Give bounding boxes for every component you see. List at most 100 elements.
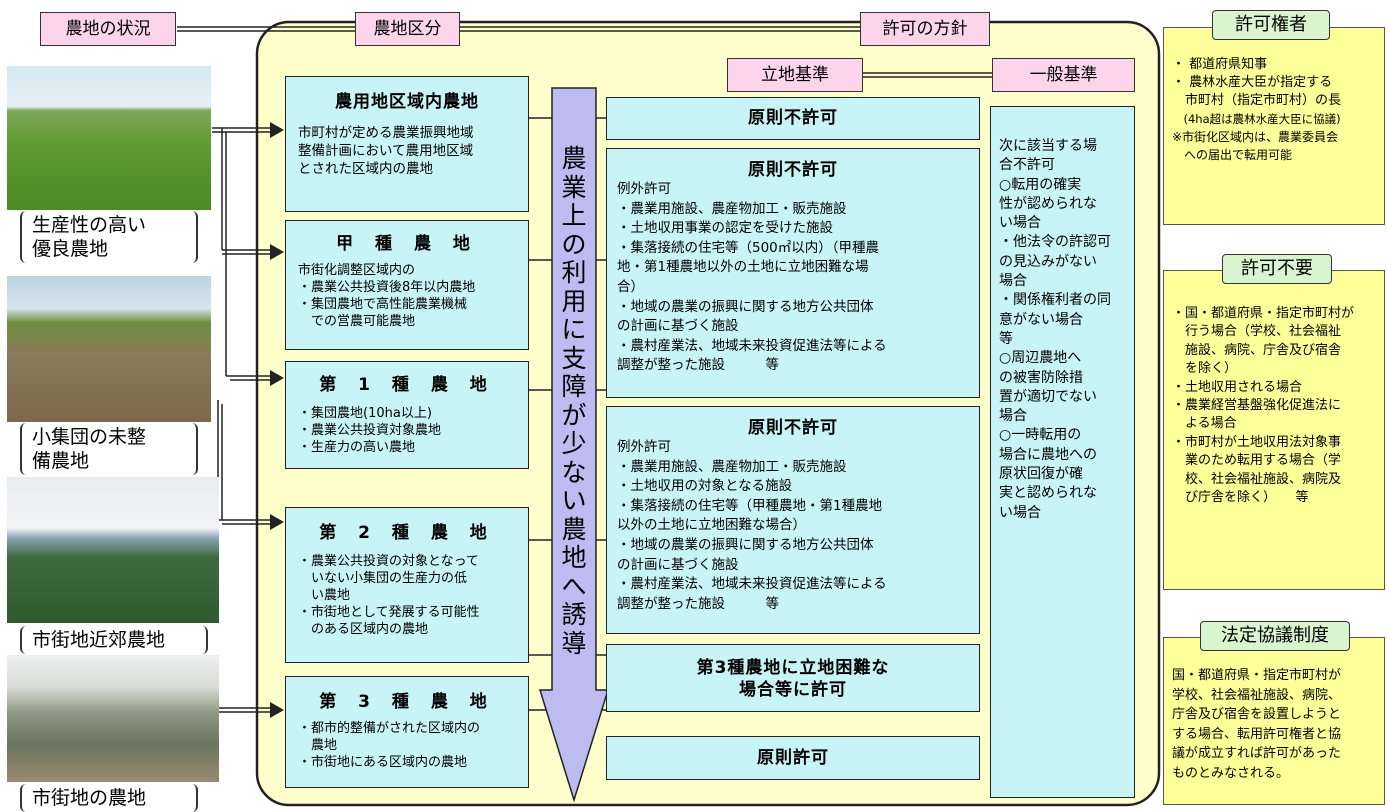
general-line: の被害防除措 <box>999 369 1083 386</box>
authority-title: 許可権者 <box>1212 10 1330 40</box>
photo-urban-field <box>7 655 219 782</box>
policy-line: 調整が整った施設 等 <box>617 357 779 374</box>
policy-not-permitted-1: 原則不許可 <box>606 97 980 140</box>
consultation-item: する場合、転用許可権者と協 <box>1172 726 1342 742</box>
general-line: 意がない場合 <box>999 311 1083 328</box>
caption-2: 小集団の未整 備農地 <box>20 423 198 475</box>
class-line: ・市街地にある区域内の農地 <box>298 755 468 770</box>
authority-item: ※市街化区域内は、農業委員会 <box>1172 130 1339 144</box>
guidance-arrow-text: 農業上の利用に支障が少ない農地へ誘導 <box>561 144 587 658</box>
arrow-head <box>270 702 284 718</box>
consultation-item: 庁舎及び宿舎を設置しようと <box>1172 707 1342 723</box>
policy-line: の計画に基づく施設 <box>617 556 739 573</box>
general-line: い場合 <box>999 504 1041 521</box>
class-line: いない小集団の生産力の低 <box>298 571 468 586</box>
class-line: ・農業公共投資後8年以内農地 <box>298 280 476 295</box>
general-line: 原状回復が確 <box>999 466 1083 483</box>
class-line: 市街化調整区域内の <box>298 263 416 278</box>
general-line: ○周辺農地へ <box>999 350 1082 367</box>
class-line: ・農業公共投資対象農地 <box>298 423 442 438</box>
guidance-arrow <box>538 87 610 803</box>
no-permit-item: を除く） <box>1172 361 1238 377</box>
policy-line: 以外の土地に立地困難な場合） <box>617 517 806 534</box>
consultation-item: ものとみなされる。 <box>1172 765 1290 781</box>
policy-line: 合） <box>617 278 644 295</box>
class-line: ・集団農地(10ha以上) <box>298 406 432 421</box>
policy-not-permitted-2: 原則不許可 例外許可 ・農業用施設、農産物加工・販売施設 ・土地収用事業の認定を… <box>606 148 980 398</box>
header-farmland-class: 農地区分 <box>355 12 460 46</box>
general-line: 次に該当する場 <box>999 138 1097 154</box>
caption-4: 市街地の農地 <box>20 784 198 812</box>
class-line: 農地 <box>298 738 338 753</box>
class-type-2: 第 2 種 農 地 ・農業公共投資の対象となって いない小集団の生産力の低 い農… <box>285 507 529 663</box>
no-permit-item: ・国・都道府県・指定市町村が <box>1172 306 1355 321</box>
general-line: 場合 <box>999 273 1027 290</box>
policy-line: 調整が整った施設 等 <box>617 595 779 612</box>
general-line: 場合 <box>999 408 1027 425</box>
general-line: 置が適切でない <box>999 388 1097 405</box>
arrow-head <box>270 244 284 260</box>
caption-1-line2: 優良農地 <box>32 238 109 260</box>
photo-small-field <box>7 276 211 422</box>
policy-title: 原則不許可 <box>748 418 838 438</box>
header-location-standard: 立地基準 <box>727 58 863 92</box>
caption-3-line1: 市街地近郊農地 <box>32 629 166 651</box>
policy-line: 地・第1種農地以外の土地に立地困難な場 <box>617 259 869 276</box>
general-standard-panel: 次に該当する場 合不許可 ○転用の確実 性が認められな い場合 ・他法令の許認可… <box>990 106 1135 798</box>
class-title: 甲 種 農 地 <box>336 234 478 254</box>
general-line: ○転用の確実 <box>999 176 1082 193</box>
class-line: のある区域内の農地 <box>298 622 429 637</box>
no-permit-item: 行う場合（学校、社会福祉 <box>1172 324 1342 340</box>
caption-1: 生産性の高い 優良農地 <box>20 211 198 263</box>
class-title: 第 3 種 農 地 <box>319 692 495 712</box>
no-permit-item: ・農業経営基盤強化促進法に <box>1172 398 1342 414</box>
general-line: の見込みがない <box>999 253 1097 270</box>
caption-2-line2: 備農地 <box>32 450 90 472</box>
class-type-3: 第 3 種 農 地 ・都市的整備がされた区域内の 農地 ・市街地にある区域内の農… <box>285 676 529 788</box>
no-permit-item: よる場合 <box>1172 416 1237 432</box>
class-line: ・市街地として発展する可能性 <box>298 605 480 620</box>
class-type-a: 甲 種 農 地 市街化調整区域内の ・農業公共投資後8年以内農地 ・集団農地で高… <box>285 220 529 350</box>
general-line: 実と認められな <box>999 485 1097 502</box>
class-title: 第 1 種 農 地 <box>319 375 495 395</box>
policy-line: 例外許可 <box>617 439 671 455</box>
policy-title: 第3種農地に立地困難な 場合等に許可 <box>696 658 890 700</box>
caption-2-line1: 小集団の未整 <box>32 426 147 448</box>
authority-panel: ・ 都道府県知事 ・ 農林水産大臣が指定する 市町村（指定市町村）の長 (4ha… <box>1163 27 1385 225</box>
class-line: い農地 <box>298 588 351 603</box>
photo-paddy-field <box>7 66 211 210</box>
photo-suburban-field <box>7 477 219 623</box>
caption-1-line1: 生産性の高い <box>32 214 147 236</box>
policy-line: ・地域の農業の振興に関する地方公共団体 <box>617 298 874 315</box>
header-permit-policy: 許可の方針 <box>860 12 990 46</box>
authority-item: 市町村（指定市町村）の長 <box>1172 93 1342 108</box>
arrow-head <box>270 514 284 530</box>
class-line: ・生産力の高い農地 <box>298 440 416 455</box>
general-line: 合不許可 <box>999 157 1055 174</box>
no-permit-item: び庁舎を除く） 等 <box>1172 490 1309 506</box>
policy-title: 原則不許可 <box>748 160 838 180</box>
policy-line: の計画に基づく施設 <box>617 318 739 335</box>
no-permit-title: 許可不要 <box>1222 254 1332 284</box>
policy-line: ・集落接続の住宅等（500㎡以内）（甲種農 <box>617 239 880 256</box>
policy-line: ・土地収用の対象となる施設 <box>617 478 793 495</box>
consultation-panel: 国・都道府県・指定市町村が 学校、社会福祉施設、病院、 庁舎及び宿舎を設置しよう… <box>1163 637 1385 805</box>
authority-item: ・ 都道府県知事 <box>1172 57 1268 72</box>
class-line: とされた区域内の農地 <box>298 161 433 177</box>
header-farmland-status: 農地の状況 <box>40 12 176 46</box>
policy-not-permitted-3: 原則不許可 例外許可 ・農業用施設、農産物加工・販売施設 ・土地収用の対象となる… <box>606 406 980 634</box>
consultation-item: 学校、社会福祉施設、病院、 <box>1172 687 1342 703</box>
policy-permit-if-difficult: 第3種農地に立地困難な 場合等に許可 <box>606 644 980 712</box>
no-permit-item: 施設、病院、庁舎及び宿舎 <box>1172 342 1342 358</box>
class-line: 整備計画において農用地区域 <box>298 143 474 159</box>
policy-line: ・土地収用事業の認定を受けた施設 <box>617 220 833 237</box>
class-title: 農用地区域内農地 <box>335 92 479 112</box>
no-permit-item: 校、社会福祉施設、病院及 <box>1172 471 1342 487</box>
class-title: 第 2 種 農 地 <box>319 523 495 543</box>
policy-line: ・農業用施設、農産物加工・販売施設 <box>617 458 847 475</box>
general-line: ○一時転用の <box>999 427 1082 444</box>
caption-3: 市街地近郊農地 <box>20 626 208 654</box>
authority-item: への届出で転用可能 <box>1172 148 1293 162</box>
policy-title: 原則不許可 <box>748 108 838 128</box>
arrow-head <box>270 122 284 138</box>
